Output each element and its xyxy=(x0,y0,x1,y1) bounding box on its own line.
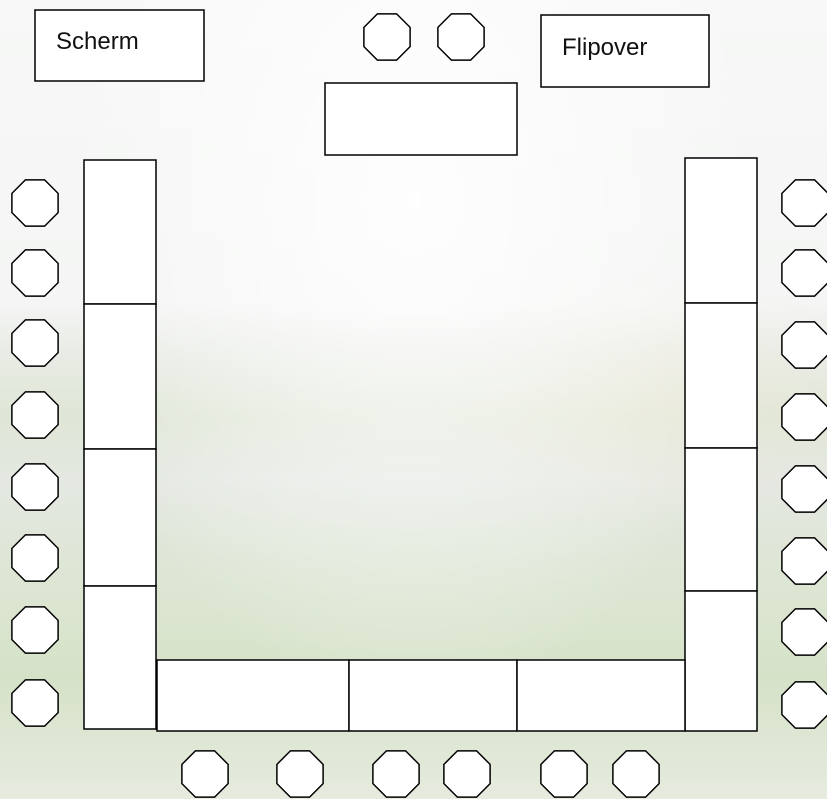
chair-right-6 xyxy=(782,538,827,584)
chair-right-2 xyxy=(782,250,827,296)
table-left-1 xyxy=(84,160,156,304)
chair-right-1 xyxy=(782,180,827,226)
table-right-4 xyxy=(685,591,757,731)
chair-left-3 xyxy=(12,320,58,366)
chair-bottom-2 xyxy=(277,751,323,797)
chair-left-2 xyxy=(12,250,58,296)
left-tables xyxy=(84,160,156,729)
chair-top-2 xyxy=(438,14,484,60)
table-bottom-3 xyxy=(517,660,685,731)
table-right-2 xyxy=(685,303,757,448)
table-right-1 xyxy=(685,158,757,303)
chair-left-1 xyxy=(12,180,58,226)
table-left-2 xyxy=(84,304,156,449)
chair-bottom-5 xyxy=(541,751,587,797)
chair-left-6 xyxy=(12,535,58,581)
table-left-3 xyxy=(84,449,156,586)
chair-bottom-3 xyxy=(373,751,419,797)
bottom-tables xyxy=(157,660,685,731)
chair-left-7 xyxy=(12,607,58,653)
chair-left-4 xyxy=(12,392,58,438)
chair-right-8 xyxy=(782,682,827,728)
chair-left-8 xyxy=(12,680,58,726)
chair-right-3 xyxy=(782,322,827,368)
table-left-4 xyxy=(84,586,156,729)
chair-top-1 xyxy=(364,14,410,60)
presenter-table xyxy=(325,83,517,155)
flipover-label: Flipover xyxy=(562,34,647,62)
chair-right-4 xyxy=(782,394,827,440)
table-right-3 xyxy=(685,448,757,591)
right-tables xyxy=(685,158,757,731)
chair-right-5 xyxy=(782,466,827,512)
chair-bottom-1 xyxy=(182,751,228,797)
table-bottom-2 xyxy=(349,660,517,731)
chair-left-5 xyxy=(12,464,58,510)
table-bottom-1 xyxy=(157,660,349,731)
chair-bottom-4 xyxy=(444,751,490,797)
chair-right-7 xyxy=(782,609,827,655)
screen-label: Scherm xyxy=(56,28,139,56)
chair-bottom-6 xyxy=(613,751,659,797)
